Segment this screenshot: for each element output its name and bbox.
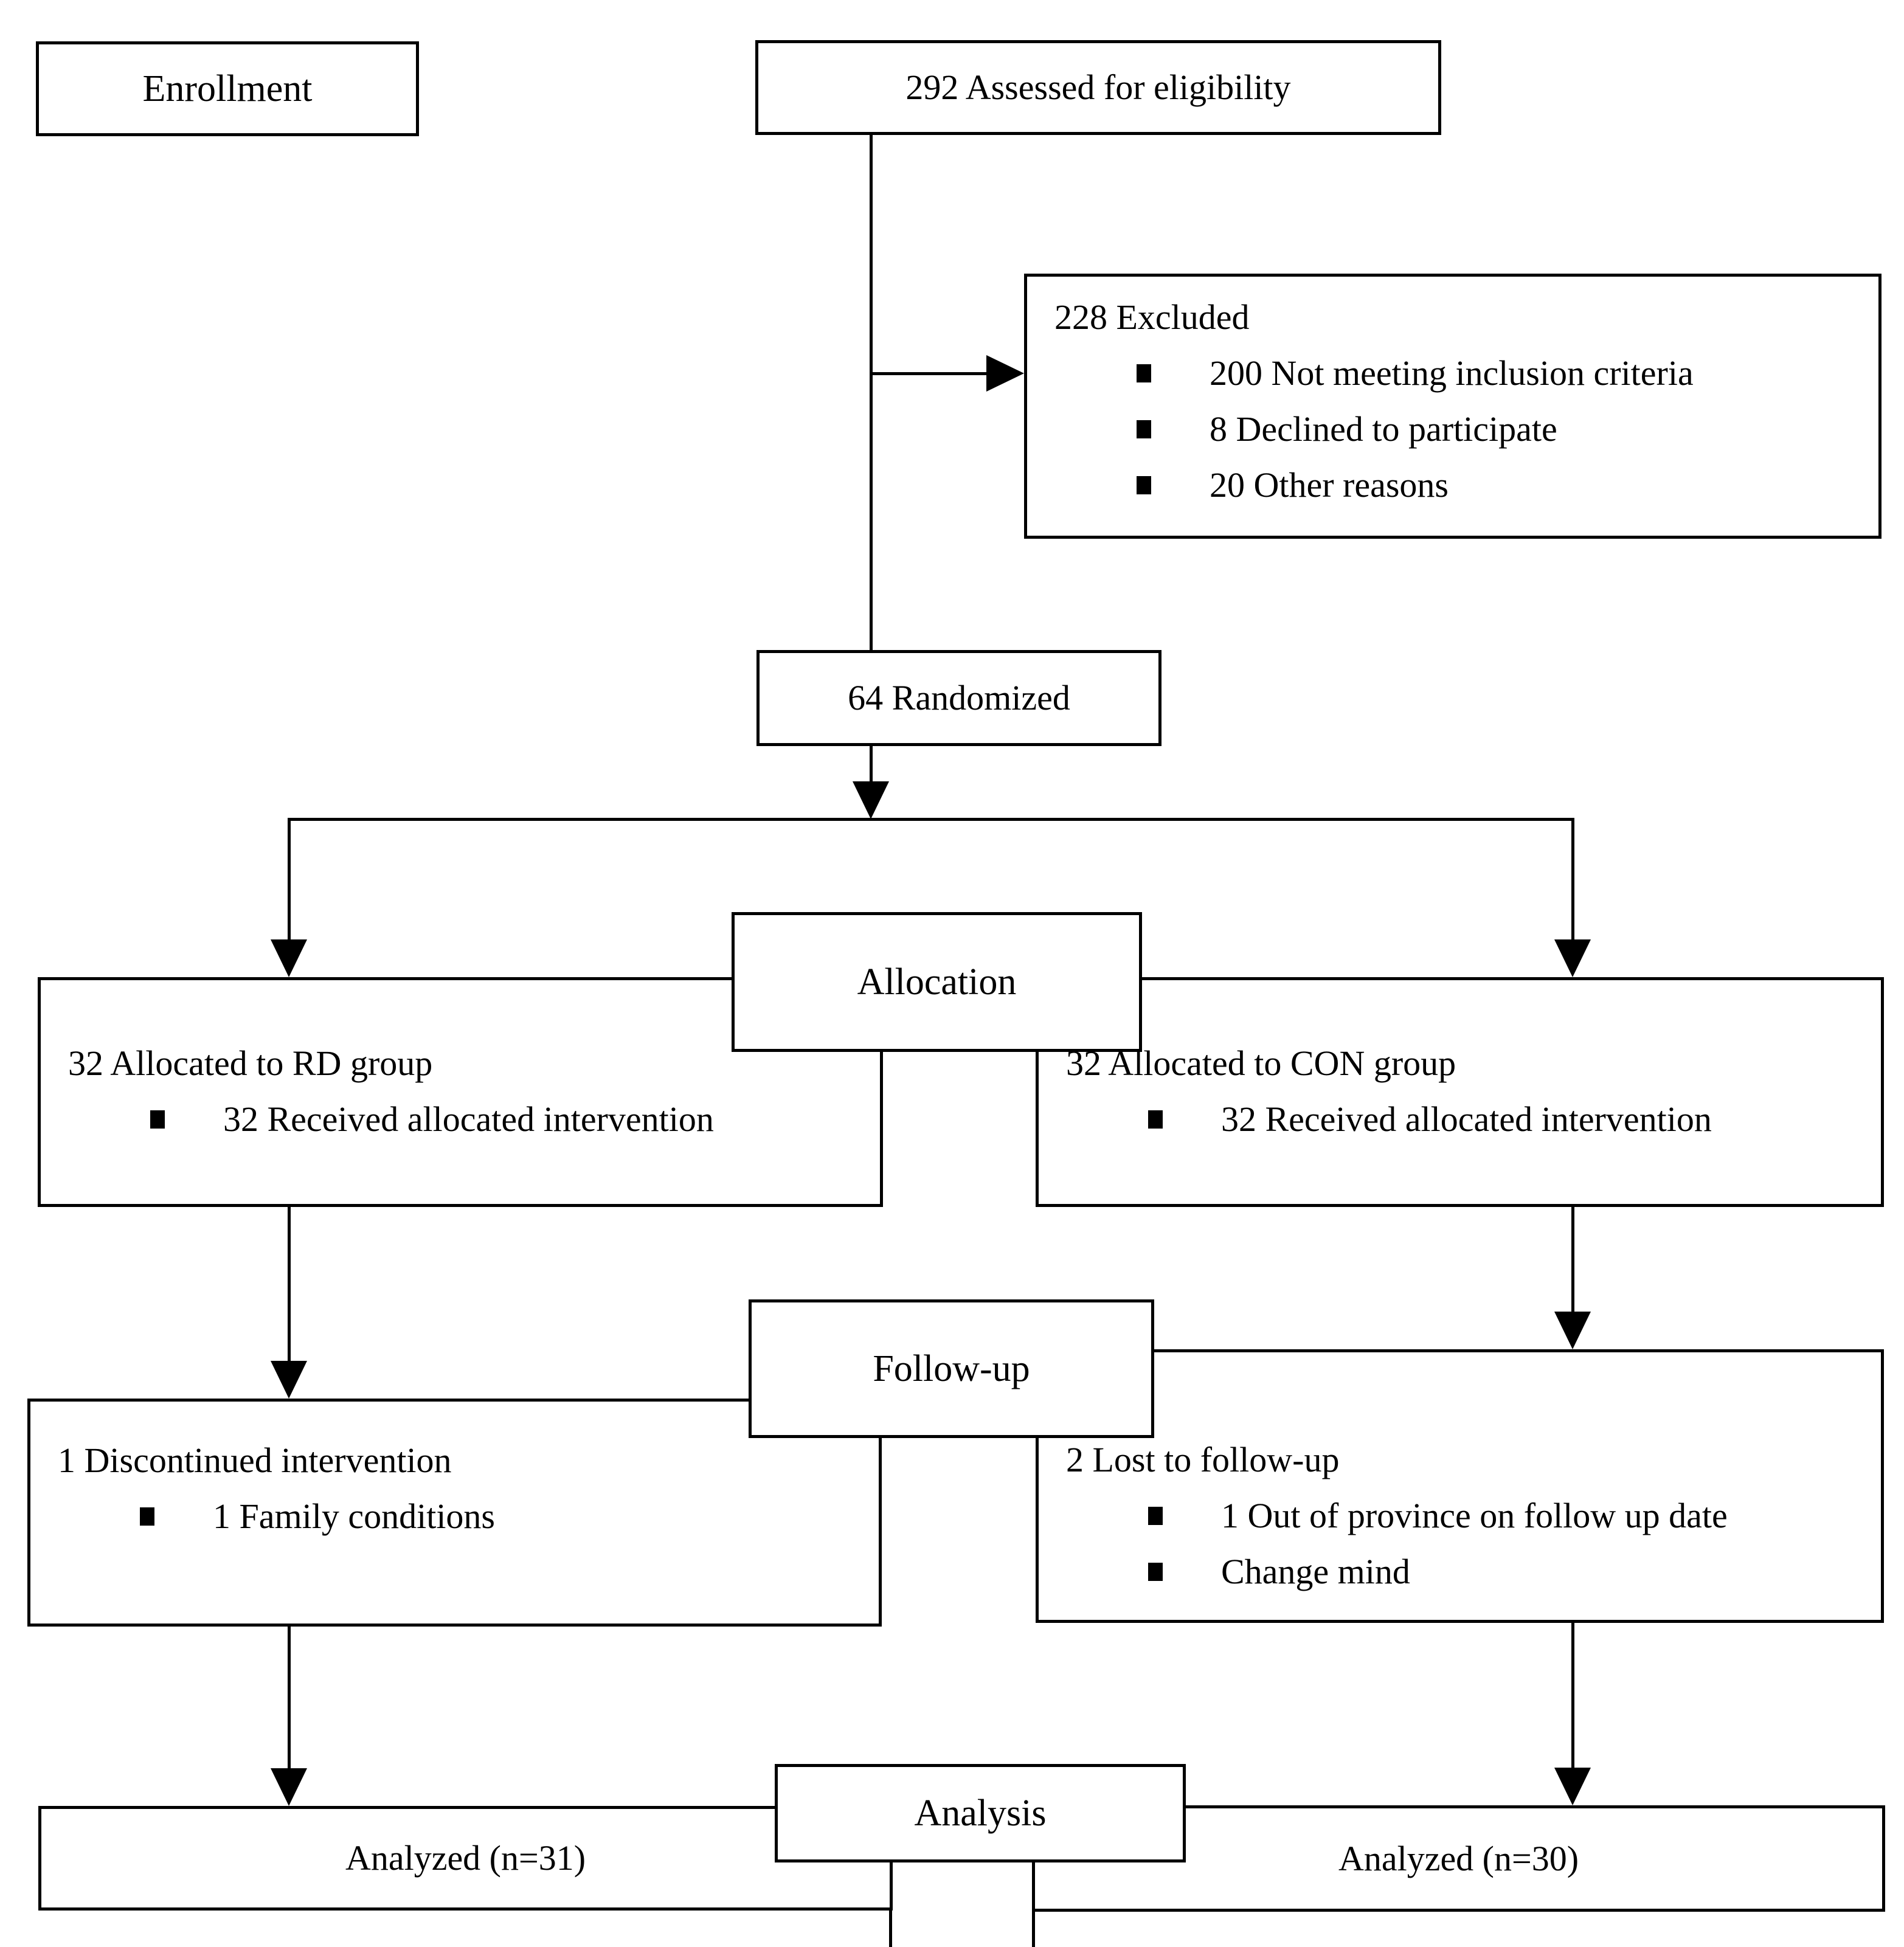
con-analyzed-text: Analyzed (n=30): [1338, 1838, 1579, 1878]
bullet-square-icon: [1148, 1507, 1163, 1525]
list-item: 200 Not meeting inclusion criteria: [1054, 351, 1860, 396]
assessed-box: 292 Assessed for eligibility: [755, 40, 1441, 135]
con-followup-box: 2 Lost to follow-up 1 Out of province on…: [1036, 1349, 1884, 1623]
arrow-down-randomized-icon: [853, 781, 889, 819]
arrow-down-rd-followup-icon: [271, 1361, 307, 1399]
connector-assessed-to-randomized: [870, 135, 873, 650]
arrow-down-con-analysis-icon: [1554, 1768, 1591, 1805]
connector-branch-horizontal: [288, 818, 1574, 821]
bullet-square-icon: [140, 1507, 154, 1526]
arrow-down-con-allocation-icon: [1554, 939, 1591, 977]
list-item: Change mind: [1066, 1549, 1863, 1594]
list-item: 20 Other reasons: [1054, 463, 1860, 508]
excluded-box: 228 Excluded 200 Not meeting inclusion c…: [1024, 274, 1881, 539]
connector-con-to-analysis: [1571, 1623, 1574, 1769]
connector-to-excluded: [870, 372, 991, 375]
list-item: 1 Family conditions: [58, 1494, 860, 1539]
list-item: 32 Received allocated intervention: [68, 1097, 862, 1142]
followup-stage-label: Follow-up: [873, 1348, 1030, 1389]
connector-rd-to-analysis: [288, 1627, 291, 1769]
rd-followup-title: 1 Discontinued intervention: [58, 1440, 452, 1480]
analysis-stage-box: Analysis: [775, 1764, 1186, 1862]
connector-randomized-down: [870, 746, 873, 792]
connector-rd-to-followup: [288, 1207, 291, 1362]
rd-group-title: 32 Allocated to RD group: [68, 1043, 433, 1083]
excluded-title: 228 Excluded: [1054, 297, 1250, 337]
randomized-box: 64 Randomized: [756, 650, 1161, 746]
bullet-square-icon: [1137, 476, 1151, 494]
arrow-down-rd-analysis-icon: [271, 1768, 307, 1806]
connector-right-branch: [1571, 818, 1574, 939]
excluded-item: 8 Declined to participate: [1210, 409, 1557, 449]
con-group-box: 32 Allocated to CON group 32 Received al…: [1036, 977, 1884, 1207]
excluded-item: 200 Not meeting inclusion criteria: [1210, 353, 1694, 393]
connector-con-to-followup: [1571, 1207, 1574, 1313]
rd-analyzed-box: Analyzed (n=31): [38, 1806, 893, 1911]
arrow-right-excluded-icon: [986, 355, 1024, 392]
rd-followup-item: 1 Family conditions: [213, 1496, 495, 1536]
allocation-stage-label: Allocation: [857, 961, 1017, 1003]
bullet-square-icon: [1148, 1110, 1163, 1129]
enrollment-stage-label: Enrollment: [142, 68, 313, 109]
analysis-stage-label: Analysis: [914, 1793, 1047, 1834]
connector-left-branch: [288, 818, 291, 939]
arrow-down-rd-allocation-icon: [271, 939, 307, 977]
assessed-text: 292 Assessed for eligibility: [905, 67, 1291, 107]
con-group-title: 32 Allocated to CON group: [1066, 1043, 1456, 1083]
list-item: 8 Declined to participate: [1054, 407, 1860, 452]
excluded-item: 20 Other reasons: [1210, 465, 1449, 505]
con-followup-item: Change mind: [1221, 1552, 1410, 1591]
rd-analyzed-text: Analyzed (n=31): [345, 1838, 586, 1878]
allocation-stage-box: Allocation: [732, 912, 1142, 1052]
followup-stage-box: Follow-up: [749, 1299, 1154, 1438]
con-group-item: 32 Received allocated intervention: [1221, 1099, 1712, 1139]
enrollment-stage-box: Enrollment: [36, 41, 419, 136]
bullet-square-icon: [1137, 420, 1151, 438]
bullet-square-icon: [1137, 364, 1151, 382]
con-followup-item: 1 Out of province on follow up date: [1221, 1496, 1728, 1535]
arrow-down-con-followup-icon: [1554, 1312, 1591, 1349]
rd-followup-box: 1 Discontinued intervention 1 Family con…: [27, 1399, 882, 1627]
list-item: 32 Received allocated intervention: [1066, 1097, 1863, 1142]
bullet-square-icon: [150, 1110, 165, 1129]
randomized-text: 64 Randomized: [848, 678, 1070, 718]
bullet-square-icon: [1148, 1563, 1163, 1581]
list-item: 1 Out of province on follow up date: [1066, 1493, 1863, 1538]
con-followup-title: 2 Lost to follow-up: [1066, 1440, 1340, 1479]
rd-group-item: 32 Received allocated intervention: [223, 1099, 714, 1139]
